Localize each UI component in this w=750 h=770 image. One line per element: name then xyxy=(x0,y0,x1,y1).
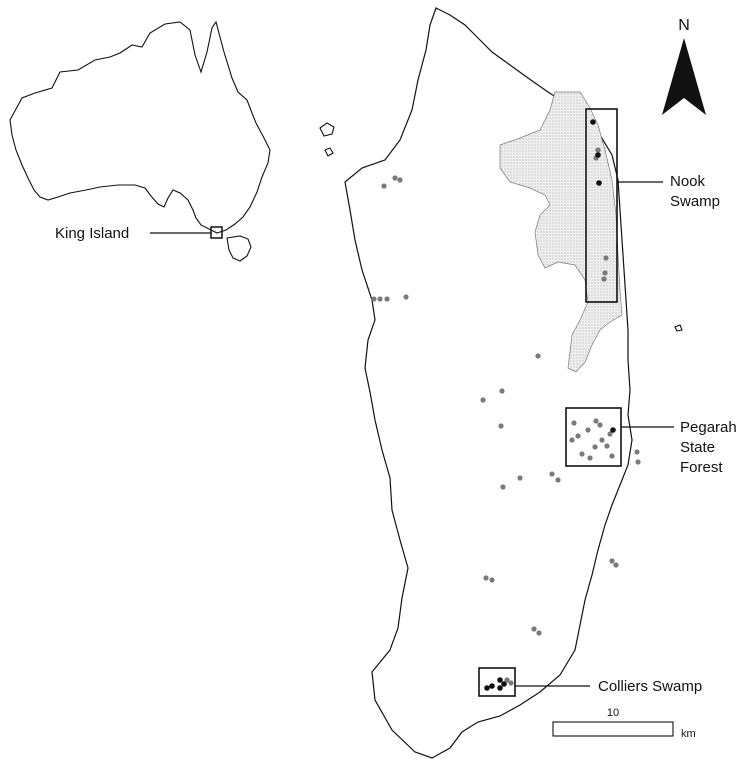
record-point xyxy=(595,152,601,158)
record-point xyxy=(392,175,398,181)
islet xyxy=(674,324,683,332)
record-point xyxy=(604,443,610,449)
king-island-label: King Island xyxy=(55,225,129,242)
record-point xyxy=(489,577,495,583)
nook-swamp-label-line1: Nook xyxy=(670,173,706,190)
record-point xyxy=(587,455,593,461)
record-point xyxy=(499,388,505,394)
australia-outline xyxy=(9,20,271,234)
record-point xyxy=(603,255,609,261)
record-point xyxy=(607,431,613,437)
record-point xyxy=(535,353,541,359)
record-point xyxy=(609,558,615,564)
record-point xyxy=(613,562,619,568)
record-point xyxy=(501,681,507,687)
islet xyxy=(319,122,335,137)
king-island-coastline xyxy=(344,7,633,759)
record-point xyxy=(549,471,555,477)
nook-swamp-label: Nook Swamp xyxy=(670,173,720,210)
record-point xyxy=(601,276,607,282)
record-point xyxy=(585,427,591,433)
record-point xyxy=(575,433,581,439)
record-point xyxy=(635,459,641,465)
record-point xyxy=(500,484,506,490)
pegarah-label: Pegarah State Forest xyxy=(680,419,741,476)
australia-inset: King Island xyxy=(9,20,271,262)
record-point xyxy=(569,437,575,443)
record-point xyxy=(384,296,390,302)
record-point xyxy=(592,444,598,450)
record-point xyxy=(508,680,514,686)
scale-bar: 10 km xyxy=(552,707,696,740)
record-point xyxy=(377,296,383,302)
record-point xyxy=(397,177,403,183)
pegarah-label-line3: Forest xyxy=(680,459,723,476)
record-point xyxy=(595,147,601,153)
north-arrow-icon: N xyxy=(662,17,706,115)
record-point xyxy=(497,685,503,691)
record-point xyxy=(602,270,608,276)
colliers-swamp-box xyxy=(478,667,516,697)
record-point xyxy=(593,418,599,424)
record-point xyxy=(480,397,486,403)
pegarah-label-line2: State xyxy=(680,439,715,456)
nook-swamp-box xyxy=(585,108,618,303)
grey-records xyxy=(371,147,641,686)
scale-bar-unit: km xyxy=(681,728,696,740)
record-point xyxy=(596,180,602,186)
tasmania-outline xyxy=(226,235,252,262)
record-point xyxy=(599,437,605,443)
nook-swamp-label-line2: Swamp xyxy=(670,193,720,210)
record-point xyxy=(536,630,542,636)
black-records xyxy=(484,119,616,691)
north-label: N xyxy=(678,17,690,34)
record-point xyxy=(497,677,503,683)
pegarah-label-line1: Pegarah xyxy=(680,419,737,436)
record-point xyxy=(504,677,510,683)
record-point xyxy=(634,449,640,455)
islet xyxy=(324,147,334,157)
nook-swamp-area xyxy=(499,91,623,373)
record-point xyxy=(531,626,537,632)
record-point xyxy=(483,575,489,581)
record-point xyxy=(517,475,523,481)
scale-bar-value: 10 xyxy=(607,707,619,719)
scale-bar-rect xyxy=(552,721,674,737)
record-point xyxy=(555,477,561,483)
record-point xyxy=(498,423,504,429)
north-arrow-shape xyxy=(662,38,706,115)
record-point xyxy=(579,451,585,457)
record-point xyxy=(590,119,596,125)
record-point xyxy=(484,685,490,691)
record-point xyxy=(403,294,409,300)
record-point xyxy=(571,420,577,426)
colliers-swamp-label: Colliers Swamp xyxy=(598,678,702,695)
pegarah-box xyxy=(565,407,622,467)
record-point xyxy=(610,427,616,433)
record-point xyxy=(381,183,387,189)
record-point xyxy=(489,683,495,689)
record-point xyxy=(609,453,615,459)
record-point xyxy=(597,422,603,428)
record-point xyxy=(371,296,377,302)
